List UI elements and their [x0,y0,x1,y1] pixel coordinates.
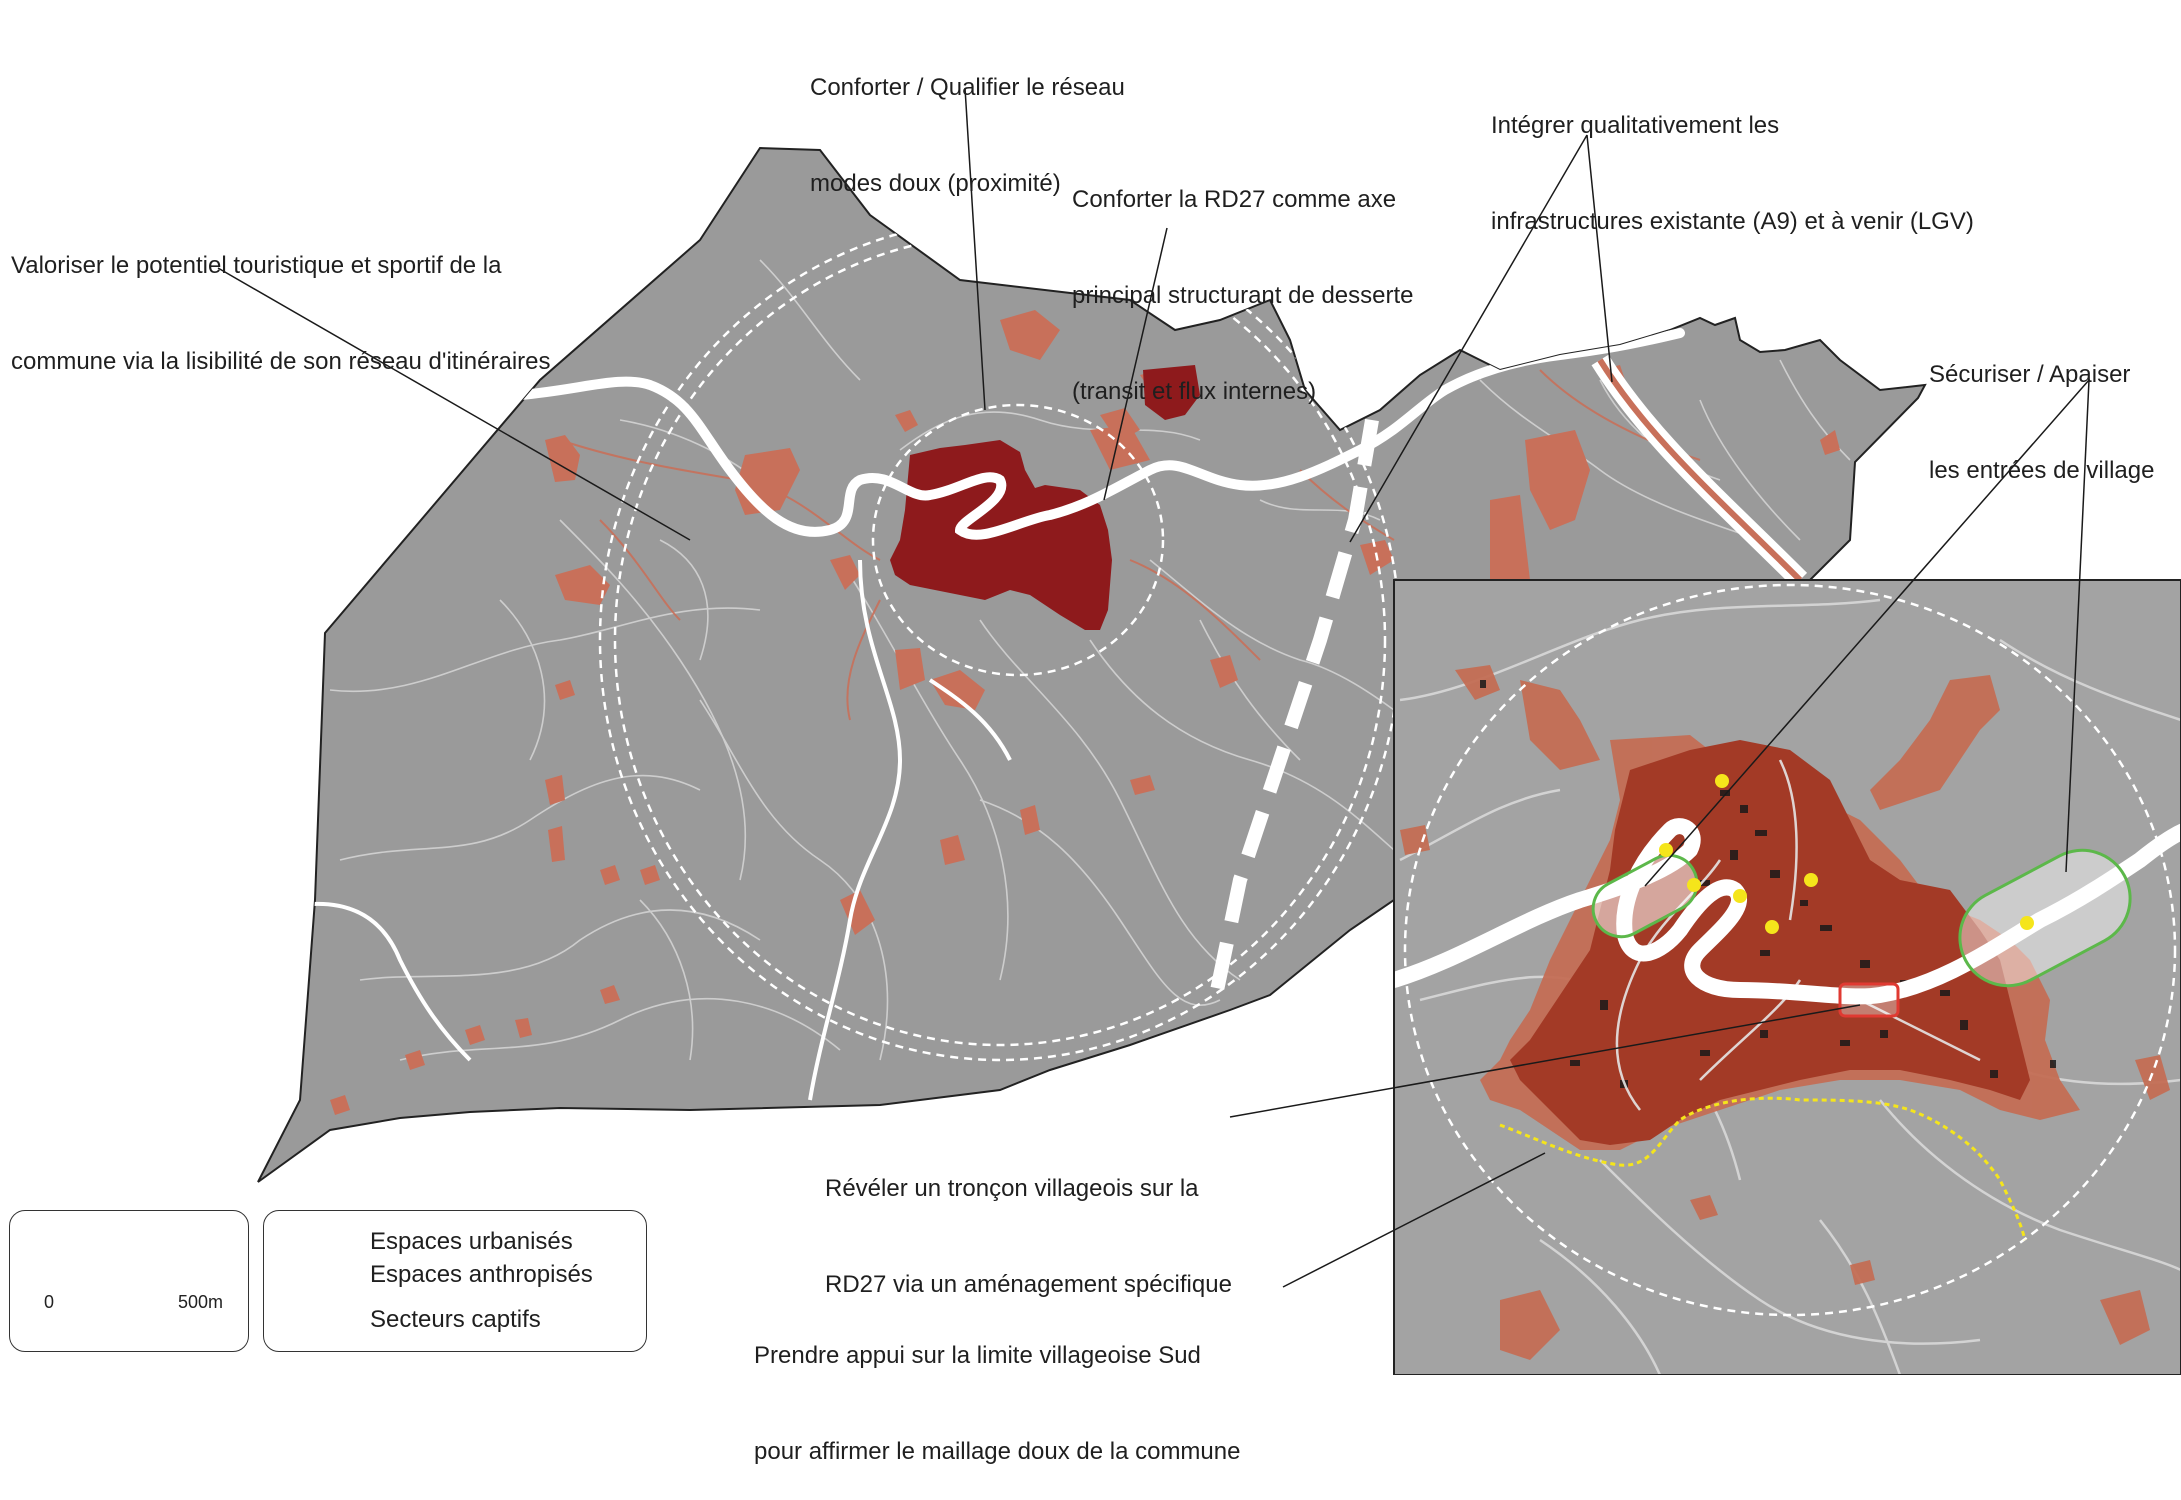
scale-end-label: 500m [178,1292,224,1312]
inset-zoom [1393,579,2181,1375]
annotation-entrees: Sécuriser / Apaiser les entrées de villa… [1929,295,2154,519]
anthro-areas [330,310,1840,1115]
scale-start-label: 0 [44,1292,55,1312]
leader-lines [217,87,2090,1288]
entry-zone-east[interactable] [1943,833,2147,1002]
commune-territory [257,146,1927,1183]
legend-label-urban: Espaces urbanisés [370,1228,573,1255]
annotation-line: (transit et flux internes) [1072,378,1317,405]
annotation-rd27-axe: Conforter la RD27 comme axe principal st… [1072,120,1414,440]
village-section-marker[interactable] [1838,982,1900,1018]
annotation-line: Révéler un tronçon villageois sur la [825,1175,1199,1202]
annotation-modes-doux: Conforter / Qualifier le réseau modes do… [810,8,1125,232]
annotation-line: les entrées de village [1929,457,2155,484]
annotation-line: Conforter la RD27 comme axe [1072,186,1397,213]
annotation-line: RD27 via un aménagement spécifique [825,1271,1232,1298]
annotation-troncon: Révéler un tronçon villageois sur la RD2… [825,1109,1232,1333]
annotation-line: principal structurant de desserte [1072,282,1414,309]
annotation-tourisme: Valoriser le potentiel touristique et sp… [11,186,551,410]
southern-limit-line [1499,1096,2027,1241]
scale-box [9,1210,249,1352]
annotation-line: pour affirmer le maillage doux de la com… [754,1438,1241,1465]
entry-zone-west[interactable] [1583,845,1706,946]
map-canvas [47,87,2181,1375]
annotation-line: infrastructures existante (A9) et à veni… [1491,208,1974,235]
annotation-infrastructures: Intégrer qualitativement les infrastruct… [1491,46,1974,270]
captive-sectors [1659,774,2034,934]
legend-label-anthro: Espaces anthropisés [370,1261,593,1288]
annotation-line: commune via la lisibilité de son réseau … [11,348,551,375]
path-network [329,259,1851,1061]
annotation-line: Valoriser le potentiel touristique et sp… [11,252,502,279]
annotation-line: Intégrer qualitativement les [1491,112,1780,139]
north-label: N [113,1250,131,1277]
annotation-line: Conforter / Qualifier le réseau [810,74,1125,101]
annotation-line: modes doux (proximité) [810,170,1061,197]
lgv-line [1208,418,1379,1002]
inset-buffer-circle [1403,583,2177,1317]
annotation-line: Prendre appui sur la limite villageoise … [754,1342,1201,1369]
legend-label-captive: Secteurs captifs [370,1306,541,1333]
annotation-line: Sécuriser / Apaiser [1929,361,2131,388]
legend-box [263,1210,647,1352]
annotation-limite-sud: Prendre appui sur la limite villageoise … [754,1276,1240,1500]
secondary-roads [299,559,1012,1101]
inset-buildings [1480,680,2056,1088]
a9-motorway [1591,354,1808,588]
